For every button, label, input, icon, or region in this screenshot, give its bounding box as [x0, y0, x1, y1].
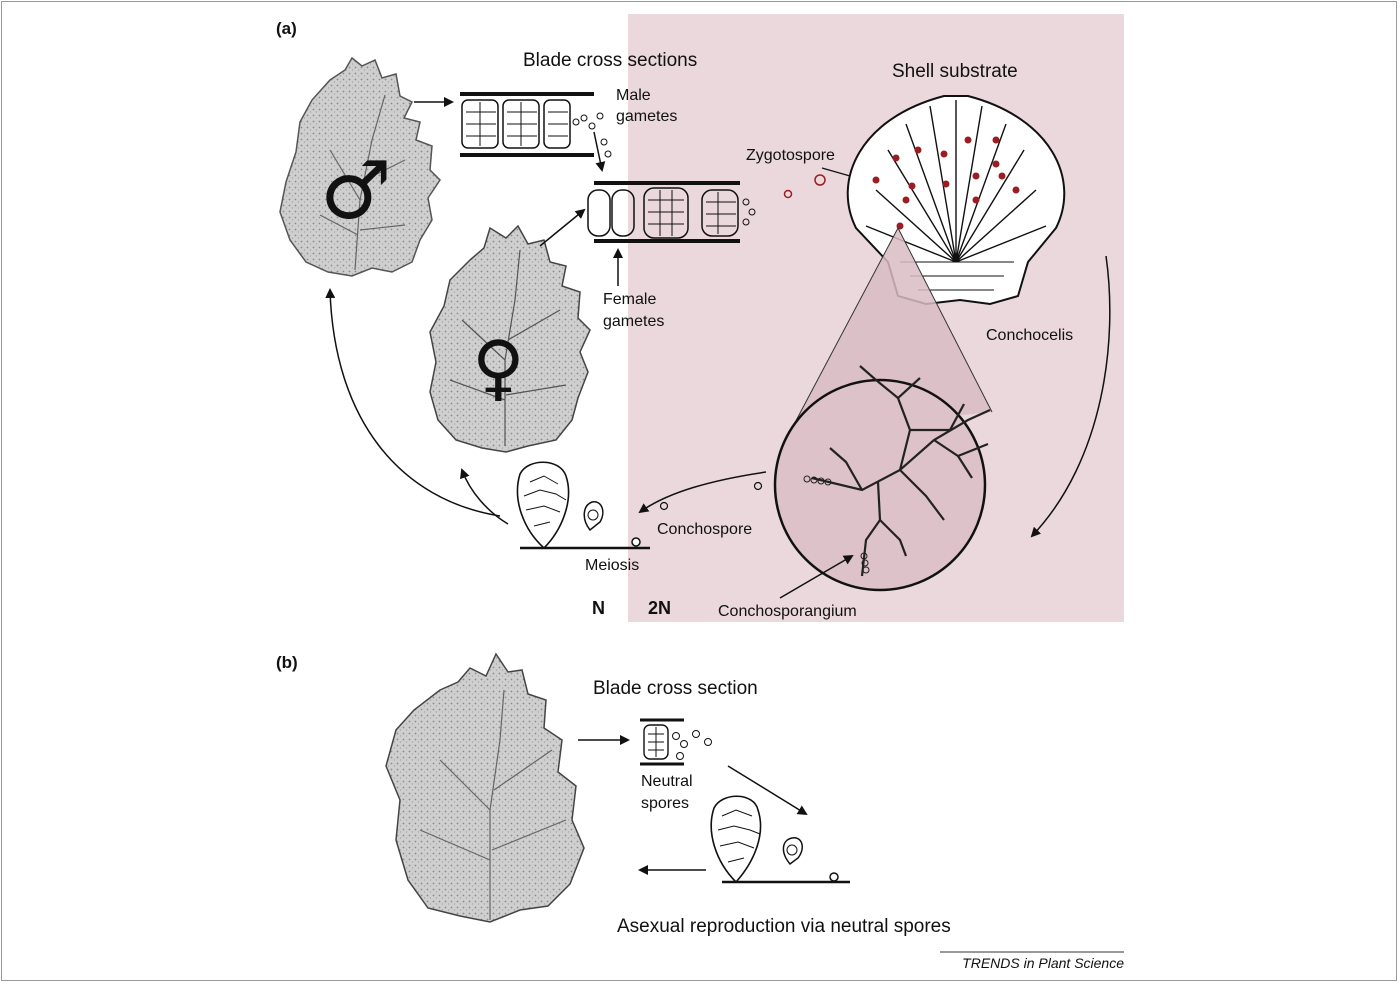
journal-credit: TRENDS in Plant Science	[962, 955, 1124, 971]
conchosporangium-label: Conchosporangium	[718, 603, 857, 620]
arrow-to-male-blade	[325, 288, 501, 517]
arrow-male-gametes-down	[593, 131, 606, 172]
neutral-spores-label-2: spores	[641, 795, 689, 812]
male-gametes-label-1: Male	[616, 87, 651, 104]
asexual-blade	[385, 652, 585, 923]
blade-cross-section-label: Blade cross section	[593, 678, 758, 699]
female-gametes-label-2: gametes	[603, 313, 664, 330]
neutral-spore-cross-section	[640, 718, 712, 766]
conchosporangium-pointer	[779, 554, 854, 599]
conchocelis-filaments	[811, 365, 991, 577]
arrow-female-to-section	[539, 208, 586, 247]
germling-meiosis	[516, 461, 650, 550]
asexual-caption: Asexual reproduction via neutral spores	[617, 916, 951, 937]
meiosis-label: Meiosis	[585, 557, 639, 574]
male-cross-section	[460, 92, 612, 158]
male-gametes-label-2: gametes	[616, 108, 677, 125]
panel-a-label: (a)	[276, 19, 297, 38]
panel-b-label: (b)	[276, 653, 298, 672]
ploidy-n-label: N	[592, 598, 605, 618]
zygotospore-label: Zygotospore	[746, 147, 835, 164]
blade-cross-sections-label: Blade cross sections	[523, 50, 697, 71]
conchocelis-magnified-circle	[773, 378, 987, 592]
conchocelis-label: Conchocelis	[986, 327, 1073, 344]
male-blade	[279, 56, 441, 277]
arrow-conchospore-release	[638, 471, 767, 514]
asexual-germling	[710, 795, 850, 884]
conchospore-label: Conchospore	[657, 521, 752, 538]
female-gametes-label-1: Female	[603, 291, 656, 308]
female-symbol: ♀	[472, 325, 525, 409]
arrow-shell-to-conchocelis	[1030, 255, 1111, 538]
arrow-spores-to-germling	[727, 765, 808, 816]
ploidy-2n-label: 2N	[648, 598, 671, 618]
male-symbol: ♂	[320, 144, 392, 237]
neutral-spores-label-1: Neutral	[641, 773, 693, 790]
conchosporangium-cells	[803, 475, 870, 574]
zygote-spore	[783, 189, 793, 199]
zygote-spore	[814, 174, 826, 186]
magnification-wedge	[790, 228, 992, 432]
arrow-to-female-blade	[460, 468, 509, 525]
female-blade	[429, 224, 591, 453]
shell-substrate-label: Shell substrate	[892, 61, 1018, 82]
female-cross-section	[587, 181, 756, 243]
